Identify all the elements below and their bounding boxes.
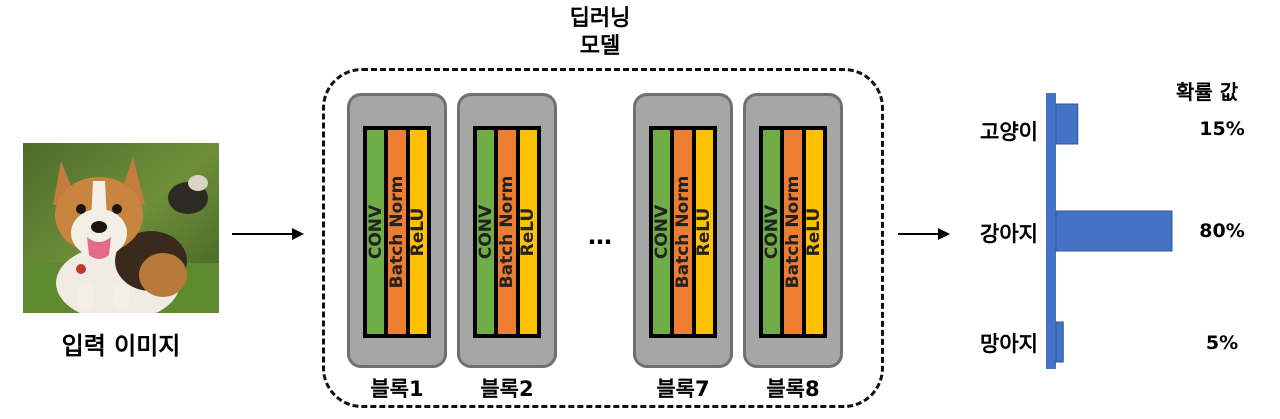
block-8: CONV Batch Norm ReLU — [743, 93, 843, 368]
input-to-model-arrow — [232, 228, 304, 240]
probability-bar-chart — [1046, 93, 1173, 369]
input-image — [23, 143, 219, 313]
block-1-layers: CONV Batch Norm ReLU — [363, 126, 431, 338]
block-2-layers: CONV Batch Norm ReLU — [473, 126, 541, 338]
ellipsis: … — [588, 222, 612, 250]
probability-bar-0 — [1055, 103, 1079, 145]
chart-axis — [1046, 93, 1056, 369]
conv-layer: CONV — [366, 130, 386, 334]
block-1: CONV Batch Norm ReLU — [347, 93, 447, 368]
input-image-caption: 입력 이미지 — [61, 332, 181, 360]
value-label-puppy: 80% — [1199, 220, 1245, 242]
batch-norm-layer: Batch Norm — [673, 130, 693, 334]
model-title-line2: 모델 — [579, 34, 621, 59]
value-label-cat: 15% — [1199, 118, 1245, 140]
class-label-foal: 망아지 — [980, 332, 1038, 356]
batch-norm-layer: Batch Norm — [387, 130, 407, 334]
batch-norm-layer: Batch Norm — [497, 130, 517, 334]
block-2-label: 블록2 — [480, 377, 534, 401]
block-8-layers: CONV Batch Norm ReLU — [759, 126, 827, 338]
block-8-label: 블록8 — [766, 377, 820, 401]
class-label-puppy: 강아지 — [980, 222, 1038, 246]
model-title-line1: 딥러닝 — [569, 6, 631, 31]
relu-layer: ReLU — [408, 130, 428, 334]
class-label-cat: 고양이 — [980, 120, 1038, 144]
batch-norm-layer: Batch Norm — [783, 130, 803, 334]
block-7: CONV Batch Norm ReLU — [633, 93, 733, 368]
conv-layer: CONV — [762, 130, 782, 334]
conv-layer: CONV — [652, 130, 672, 334]
chart-title: 확률 값 — [1176, 80, 1239, 104]
block-7-label: 블록7 — [656, 377, 710, 401]
value-label-foal: 5% — [1205, 332, 1239, 354]
relu-layer: ReLU — [804, 130, 824, 334]
block-7-layers: CONV Batch Norm ReLU — [649, 126, 717, 338]
model-to-output-arrow — [898, 228, 950, 240]
corgi-photo — [23, 143, 219, 313]
relu-layer: ReLU — [694, 130, 714, 334]
conv-layer: CONV — [476, 130, 496, 334]
relu-layer: ReLU — [518, 130, 538, 334]
probability-bar-1 — [1055, 210, 1173, 252]
block-2: CONV Batch Norm ReLU — [457, 93, 557, 368]
model-container — [322, 68, 884, 408]
probability-bar-2 — [1055, 321, 1064, 363]
block-1-label: 블록1 — [370, 377, 424, 401]
